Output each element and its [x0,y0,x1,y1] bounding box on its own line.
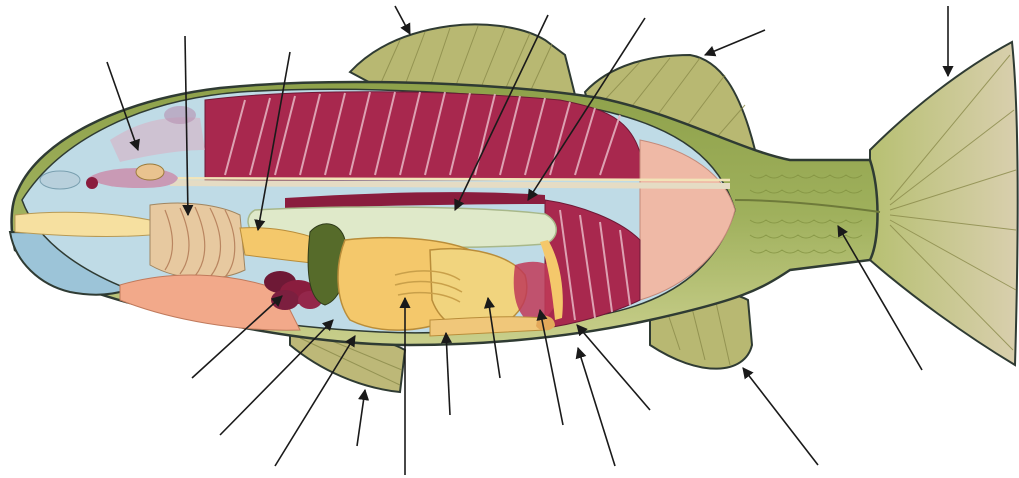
vertebral-column [170,183,730,186]
olfactory-bulb [86,177,98,189]
label-arrow-12 [578,348,615,466]
label-arrow-10 [743,368,818,465]
eye-orbit [164,106,196,124]
label-arrow-4 [395,6,410,34]
dorsal-muscle [205,92,645,180]
label-arrow-17 [357,390,365,446]
label-arrow-7 [705,30,765,55]
nasal-cavity [40,171,80,189]
label-arrow-11 [577,325,650,410]
optic-lobe [136,164,164,180]
